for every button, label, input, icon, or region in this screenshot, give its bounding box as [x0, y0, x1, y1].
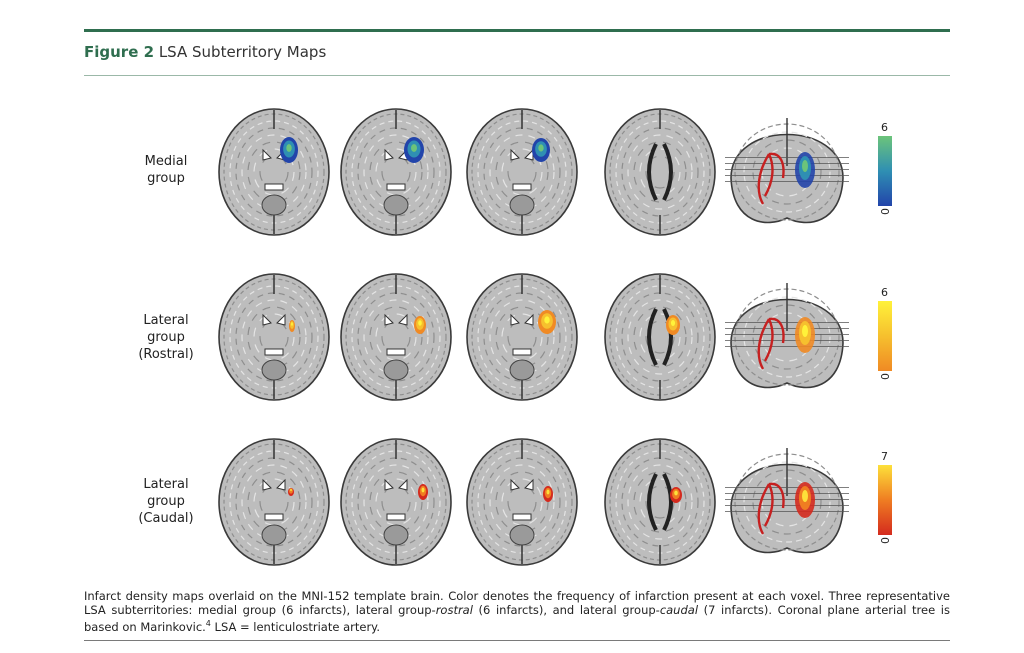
brain-slice-coronal: [725, 448, 849, 554]
row-label-line: Lateral: [143, 477, 189, 492]
brain-slice-axial: [340, 273, 452, 401]
row-label-line: group: [147, 171, 185, 186]
colorbar-min-medial: 0: [878, 208, 891, 215]
row-label-lateral-caudal: Lateral group (Caudal): [106, 476, 226, 527]
colorbar-min-caudal: 0: [878, 537, 891, 544]
caption-text: LSA = lenticulostriate artery.: [210, 619, 381, 634]
brain-slice-axial: [466, 273, 578, 401]
row-label-line: Lateral: [143, 313, 189, 328]
infarct-density-blob: [666, 315, 680, 335]
brain-slice-axial: [218, 438, 330, 566]
infarct-density-blob: [280, 137, 298, 163]
infarct-density-blob: [670, 487, 682, 503]
top-rule: [84, 29, 950, 32]
infarct-density-blob: [418, 484, 428, 500]
brain-slice-axial: [466, 108, 578, 236]
colorbar-rostral: [878, 301, 892, 371]
figure-label: Figure 2: [84, 43, 155, 61]
brain-slice-axial: [340, 438, 452, 566]
infarct-density-blob: [289, 320, 295, 332]
caption-reference: 4: [205, 619, 211, 628]
infarct-density-blob: [538, 310, 556, 334]
caption-text: (7 infarcts). Coronal plane arterial tre…: [84, 603, 950, 634]
caption-italic: caudal: [659, 603, 699, 617]
caption-text: Infarct density maps overlaid on the MNI…: [84, 589, 950, 617]
row-label-line: group: [147, 330, 185, 345]
brain-slice-axial: [466, 438, 578, 566]
row-label-line: group: [147, 494, 185, 509]
infarct-density-blob: [414, 316, 426, 334]
figure-title-text: LSA Subterritory Maps: [158, 43, 327, 61]
infarct-density-blob: [532, 138, 550, 162]
brain-slice-axial: [218, 108, 330, 236]
brain-slice-coronal: [725, 118, 849, 224]
brain-slice-axial: [604, 273, 716, 401]
row-label-lateral-rostral: Lateral group (Rostral): [106, 312, 226, 363]
infarct-density-blob: [404, 137, 424, 163]
caption-text: (6 infarcts), and lateral group-: [472, 603, 660, 617]
figure-caption: Infarct density maps overlaid on the MNI…: [84, 589, 950, 634]
title-rule: [84, 75, 950, 76]
infarct-density-blob: [543, 486, 553, 502]
brain-slice-axial: [218, 273, 330, 401]
colorbar-max-caudal: 7: [881, 450, 888, 463]
row-label-line: (Caudal): [138, 511, 194, 526]
figure-title: Figure 2 LSA Subterritory Maps: [84, 43, 326, 61]
colorbar-max-rostral: 6: [881, 286, 888, 299]
caption-italic: rostral: [435, 603, 473, 617]
row-label-medial: Medial group: [106, 153, 226, 187]
brain-slice-axial: [604, 438, 716, 566]
brain-slice-coronal: [725, 283, 849, 389]
colorbar-caudal: [878, 465, 892, 535]
row-label-line: Medial: [144, 154, 188, 169]
bottom-rule: [84, 640, 950, 641]
colorbar-max-medial: 6: [881, 121, 888, 134]
brain-slice-axial: [340, 108, 452, 236]
colorbar-medial: [878, 136, 892, 206]
infarct-density-blob: [288, 488, 294, 496]
colorbar-min-rostral: 0: [878, 373, 891, 380]
brain-slice-axial: [604, 108, 716, 236]
row-label-line: (Rostral): [138, 347, 194, 362]
